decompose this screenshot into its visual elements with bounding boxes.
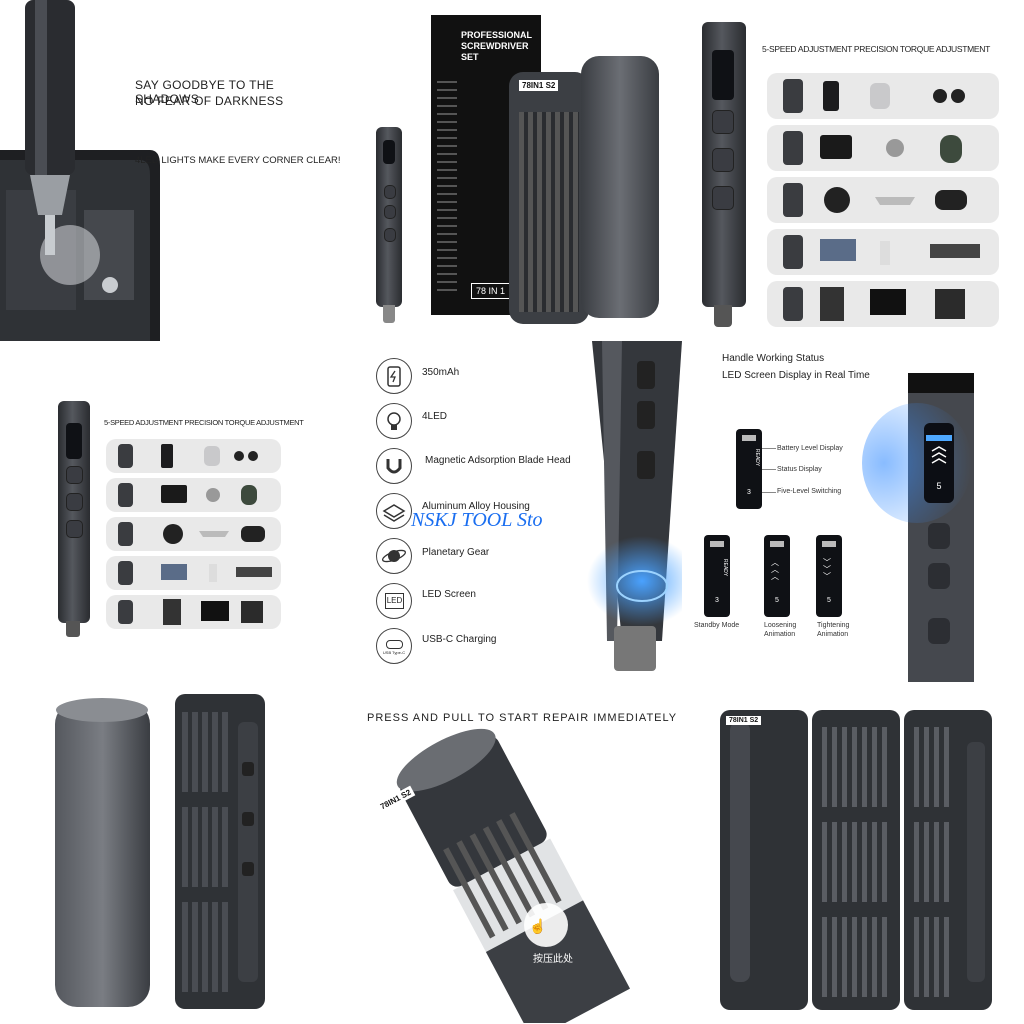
subline: 4LED LIGHTS MAKE EVERY CORNER CLEAR!: [135, 155, 341, 166]
tile-working-status: Handle Working Status LED Screen Display…: [682, 341, 1023, 682]
state-tightening-label-2: Animation: [817, 631, 849, 638]
level-row-3: [767, 177, 999, 223]
press-pull-heading: PRESS AND PULL TO START REPAIR IMMEDIATE…: [367, 712, 678, 724]
level-row-4: [106, 556, 281, 590]
case-logo: 78IN1 S2: [519, 80, 559, 91]
state-standby-display: READY 3: [704, 535, 730, 617]
level-row-2: [106, 478, 281, 512]
speed-heading: 5-SPEED ADJUSTMENT PRECISION TORQUE ADJU…: [104, 418, 304, 427]
magnet-icon: [376, 448, 412, 484]
level-row-5: [767, 281, 999, 327]
case-logo: 78IN1 S2: [726, 716, 762, 725]
headline-line-2: NO FEAR OF DARKNESS: [135, 94, 284, 108]
pen-button-mid: [66, 493, 83, 511]
state-loosening-label-1: Loosening: [764, 622, 797, 629]
case-lid: [581, 56, 659, 318]
pen-button-down: [712, 186, 734, 210]
state-tightening-label-1: Tightening: [817, 622, 850, 629]
pen-button-1: [384, 185, 396, 199]
box-badge: 78 IN 1: [471, 283, 511, 299]
pen-tip: [66, 621, 80, 637]
pen-button-2: [384, 205, 396, 219]
battery-icon: [376, 358, 412, 394]
pen-button-down: [66, 520, 83, 538]
callout-display: READY 3: [736, 429, 762, 509]
level-row-3: [106, 517, 281, 551]
feature-label-led: 4LED: [422, 411, 448, 422]
feature-label-screen: LED Screen: [422, 589, 476, 600]
tile-press-and-pull: PRESS AND PULL TO START REPAIR IMMEDIATE…: [341, 682, 682, 1023]
standby-ready-text: READY: [722, 559, 728, 577]
state-loosening-display: ︿︿︿ 5: [764, 535, 790, 617]
press-here-label: 按压此处: [533, 954, 573, 965]
pen-display: [66, 423, 82, 459]
feature-label-magnet: Magnetic Adsorption Blade Head: [425, 455, 571, 466]
speed-heading: 5-SPEED ADJUSTMENT PRECISION TORQUE ADJU…: [762, 44, 991, 54]
tile-5-speed-adjustment: 5-SPEED ADJUSTMENT PRECISION TORQUE ADJU…: [682, 0, 1023, 341]
pen-button-up: [66, 466, 83, 484]
box-title-1: PROFESSIONAL: [461, 30, 533, 40]
pen-tip: [714, 305, 732, 327]
large-pen-render: 5: [862, 373, 974, 682]
callout-level-label: Five-Level Switching: [777, 488, 842, 495]
callout-ready-text: READY: [754, 449, 760, 467]
level-row-1: [767, 73, 999, 119]
headline-line-1: SAY GOODBYE TO THE SHADOWS: [135, 78, 274, 106]
led-icon: LED: [376, 583, 412, 619]
level-row-1: [106, 439, 281, 473]
pen-display: [383, 140, 395, 164]
bit-list-graphic: [437, 75, 457, 295]
tile-4led-lights: SAY GOODBYE TO THE SHADOWS NO FEAR OF DA…: [0, 0, 341, 341]
planet-icon: [376, 538, 412, 574]
usb-c-icon: USB Type-C: [376, 628, 412, 664]
feature-label-gear: Planetary Gear: [422, 547, 490, 558]
bulb-icon: [376, 403, 412, 439]
feature-label-housing: Aluminum Alloy Housing: [422, 501, 530, 512]
pen-tip: [383, 305, 395, 323]
box-title-3: SET: [461, 52, 479, 62]
case-and-lid-photo: [55, 694, 265, 1009]
status-title-2: LED Screen Display in Real Time: [722, 370, 870, 381]
three-cases-photo: [720, 710, 992, 1010]
pen-button-up: [712, 110, 734, 134]
feature-label-battery: 350mAh: [422, 367, 460, 378]
status-title-1: Handle Working Status: [722, 353, 825, 364]
open-bit-case: 78IN1 S2: [509, 72, 589, 324]
tile-product-set: PROFESSIONAL SCREWDRIVER SET 78 IN 1 78I…: [341, 0, 682, 341]
tile-three-cases: 78IN1 S2: [682, 682, 1023, 1023]
bit-rack: [519, 112, 579, 312]
tightening-level-text: 5: [827, 597, 831, 604]
big-display-level: 5: [936, 481, 941, 491]
usb-icon-text: USB Type-C: [382, 650, 406, 655]
level-row-5: [106, 595, 281, 629]
loosening-level-text: 5: [775, 597, 779, 604]
state-tightening-display: ﹀﹀﹀ 5: [816, 535, 842, 617]
pen-display: [712, 50, 734, 100]
hand-press-icon: ☝: [529, 918, 547, 934]
callout-battery-label: Battery Level Display: [777, 445, 843, 452]
led-icon-text: LED: [385, 593, 404, 609]
tile-case-open: [0, 682, 341, 1023]
state-loosening-label-2: Animation: [764, 631, 796, 638]
phone-repair-photo: [0, 0, 160, 341]
pen-button-3: [384, 228, 396, 242]
tile-5-speed-adjustment-small: 5-SPEED ADJUSTMENT PRECISION TORQUE ADJU…: [0, 341, 341, 682]
lit-screwdriver-photo: [587, 341, 682, 671]
standby-level-text: 3: [715, 597, 719, 604]
case-press-photo: [396, 728, 630, 1023]
level-row-2: [767, 125, 999, 171]
layers-icon: [376, 493, 412, 529]
box-title-2: SCREWDRIVER: [461, 41, 529, 51]
store-watermark: NSKJ TOOL Sto: [411, 509, 543, 531]
callout-level-3: 3: [747, 489, 751, 496]
pen-button-mid: [712, 148, 734, 172]
tile-features: 350mAh 4LED Magnetic Adsorption Blade He…: [341, 341, 682, 682]
feature-label-usb: USB-C Charging: [422, 634, 497, 645]
state-standby-label: Standby Mode: [694, 622, 740, 629]
level-row-4: [767, 229, 999, 275]
callout-status-label: Status Display: [777, 466, 822, 473]
